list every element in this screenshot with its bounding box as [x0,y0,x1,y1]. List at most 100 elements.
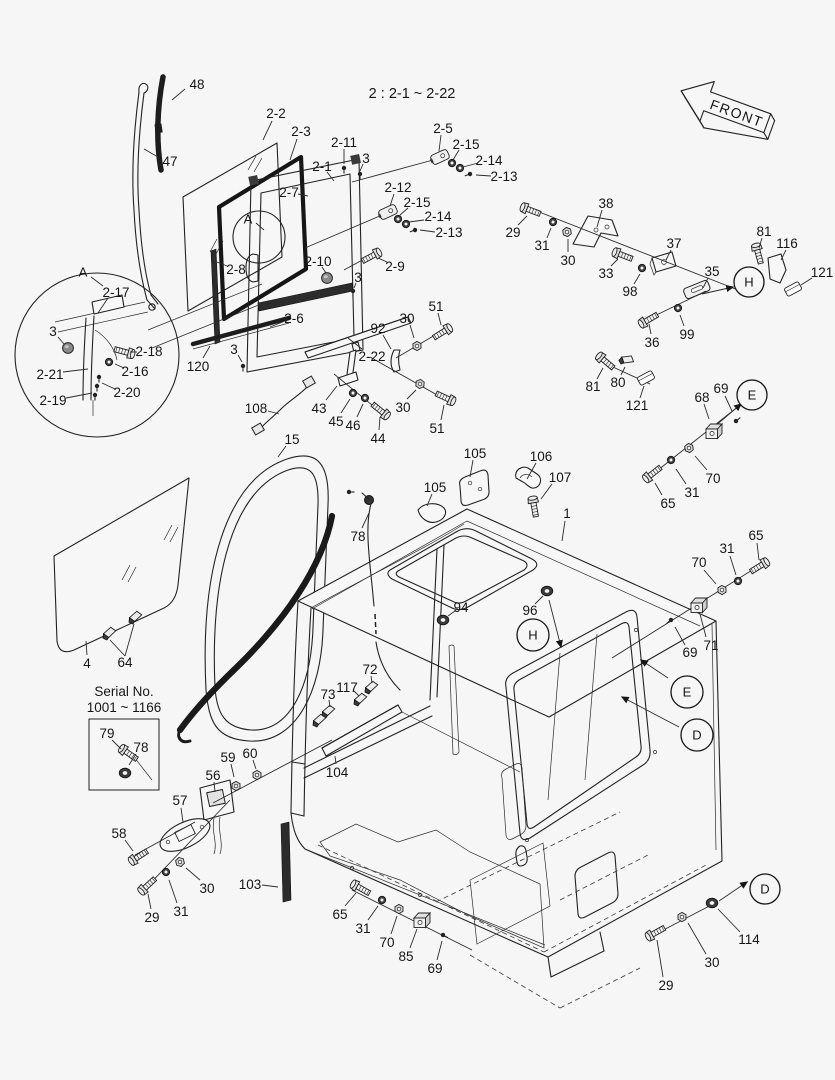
callout-2-13: 2-13 [490,169,517,184]
callout-94: 94 [453,600,469,615]
leader-line-31 [168,879,178,904]
callout-45: 45 [328,414,343,429]
leader-line-65 [756,542,760,561]
clamp-hardware-icon [378,204,398,220]
callout-31: 31 [355,921,370,936]
nut-hardware-icon [231,780,241,792]
callout-69: 69 [682,645,697,660]
callout-80: 80 [610,375,625,390]
leader-line-78 [361,512,370,529]
leader-line-2-16 [114,363,125,369]
washer-hardware-icon [733,576,743,586]
leader-line-120 [202,345,211,359]
grommet-hardware-icon [436,614,450,626]
callout-56: 56 [205,768,220,783]
leader-line-31 [729,555,737,576]
callout-108: 108 [245,401,268,416]
leader-line-70 [703,569,717,585]
leader-line-2-13 [419,229,436,233]
callout-71: 71 [703,638,718,653]
leader-line-2-15 [452,149,460,161]
bolt-hardware-icon [748,557,771,575]
callout-65: 65 [660,496,675,511]
leader-line-114 [717,908,741,933]
leader-line-2-22 [347,337,363,350]
leader-line-30 [687,922,707,955]
leader-line-29 [147,893,152,910]
knob-hardware-icon [62,342,74,354]
serial-label-line2: 1001 ~ 1166 [87,700,161,715]
ref-marker-A: A [244,212,265,231]
leader-line-30 [409,324,415,339]
callout-59: 59 [220,750,235,765]
callout-2-14: 2-14 [475,153,503,168]
callout-2-16: 2-16 [121,364,148,379]
callout-2-12: 2-12 [384,180,411,195]
clip-hardware-icon [364,680,379,695]
callout-2-1: 2-1 [312,159,332,174]
leader-line-2-21 [62,368,89,373]
leader-line-3 [353,282,357,289]
callout-99: 99 [679,327,694,342]
front-direction-arrow: FRONT [680,81,776,140]
serial-number-box: Serial No. 1001 ~ 1166 [87,684,161,791]
leader-line-36 [648,323,652,335]
front-window-glass-and-seals [182,142,309,345]
dot-hardware-icon [464,171,473,177]
leader-line-3 [57,336,65,345]
callout-36: 36 [644,335,659,350]
callout-38: 38 [598,196,613,211]
callout-33: 33 [598,266,613,281]
nut-hardware-icon [562,226,572,238]
leader-line-37 [665,249,672,261]
leader-line-107 [540,483,553,500]
bolt-hardware-icon [637,311,660,329]
leader-line-38 [596,209,603,228]
callout-65: 65 [748,528,763,543]
leader-line-2-19 [65,392,93,399]
callout-121: 121 [626,398,649,413]
callout-78: 78 [133,740,148,755]
ref-marker-E: E [736,379,768,411]
callout-65: 65 [332,907,347,922]
leader-line-2-8 [216,261,228,267]
callout-2-7: 2-7 [279,185,299,200]
washer-hardware-icon [104,357,114,367]
washer-hardware-icon [548,217,558,227]
callout-104: 104 [326,765,349,780]
dot-hardware-icon [240,363,246,372]
leader-line-1 [561,520,566,542]
callout-31: 31 [719,541,734,556]
leader-line-121 [639,385,645,399]
leader-line-81 [596,367,604,380]
leader-line-116 [780,249,787,261]
washer-hardware-icon [673,303,683,313]
dot-hardware-icon [409,227,418,233]
svg-text:H: H [744,275,753,290]
leader-line-2-17 [97,297,109,314]
callout-2-9: 2-9 [385,259,405,274]
nut-hardware-icon [412,340,422,352]
callout-120: 120 [187,359,210,374]
leader-line-71 [699,613,707,638]
dot-hardware-icon [96,374,102,383]
svg-text:A: A [244,212,253,227]
callout-64: 64 [117,655,133,670]
figure-range-note: 2 : 2-1 ~ 2-22 [369,86,456,102]
callout-4: 4 [83,656,91,671]
callout-105: 105 [464,446,487,461]
leader-line-92 [382,334,392,350]
leader-line-2-20 [101,382,116,390]
bolt-hardware-icon [527,495,540,518]
clip-hardware-icon [128,610,143,625]
leader-line-117 [353,690,360,697]
leader-line-69 [436,940,443,961]
ref-marker-D: D [680,718,714,752]
leader-line-105 [469,459,474,478]
callout-107: 107 [549,470,572,485]
dot-hardware-icon [666,617,674,624]
washer-hardware-icon [393,214,403,224]
bolt-hardware-icon [434,390,457,407]
callout-3: 3 [230,342,238,357]
bolt-hardware-icon [370,401,391,421]
